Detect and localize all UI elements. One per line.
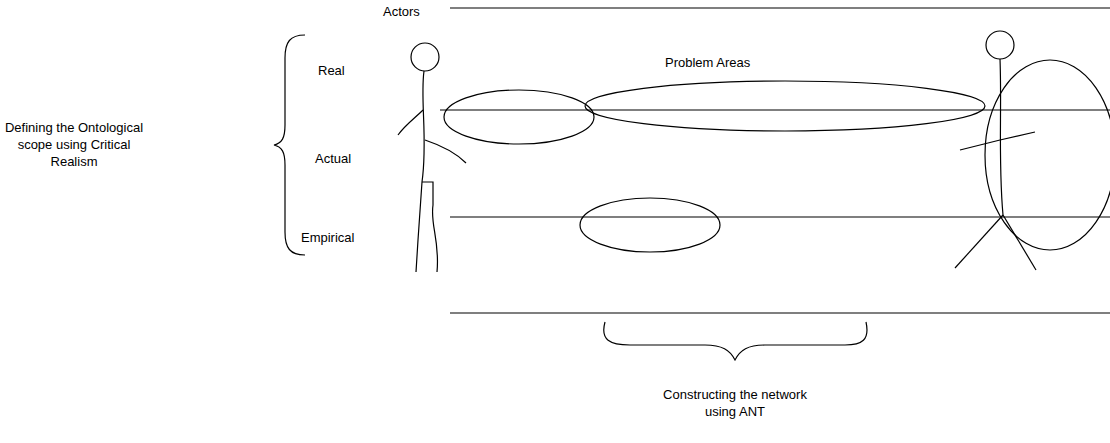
region-label: Problem Areas [665,54,750,71]
side-note: Defining the Ontological scope using Cri… [3,119,145,170]
problem-ellipse [585,81,985,131]
actor-leg [1003,215,1036,270]
actor-arm [960,132,1035,150]
problem-ellipse [580,198,720,252]
problem-ellipse [444,90,594,144]
band-line [440,109,1110,110]
actor-body [422,71,424,182]
actor-arm [425,140,466,163]
actor-leg [416,182,422,272]
curly-brace [604,322,867,360]
actor-head [986,31,1014,59]
curly-brace [274,35,305,255]
bottom-note: Constructing the network using ANT [649,386,821,420]
band-line [450,312,1110,313]
level-label: Actual [315,150,351,167]
band-line [450,7,1110,8]
actor-leg [955,215,1003,268]
actor-label: Actors [383,3,420,20]
actor-body [1000,59,1003,215]
level-label: Empirical [301,229,354,246]
actor-arm [398,110,423,135]
level-label: Real [318,62,345,79]
actor-leg [422,182,438,272]
band-line [450,216,1110,217]
problem-ellipse [985,60,1110,250]
actor-head [411,43,439,71]
